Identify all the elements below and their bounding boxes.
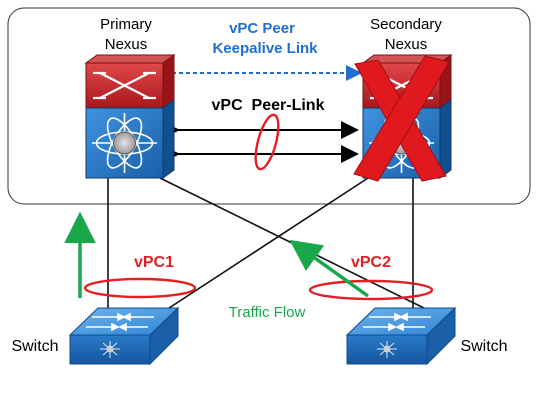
traffic-flow-label: Traffic Flow xyxy=(229,304,306,321)
secondary-nexus-label-line1: Secondary xyxy=(370,16,442,33)
switch-right xyxy=(345,306,457,366)
vpc2-label: vPC2 xyxy=(351,254,391,271)
switch-left xyxy=(68,306,180,366)
primary-nexus-label-line1: Primary xyxy=(100,16,152,33)
switch-right-label: Switch xyxy=(460,338,507,355)
vpc2-ellipse xyxy=(308,279,434,301)
switch-left-label: Switch xyxy=(11,338,58,355)
primary-nexus xyxy=(84,54,176,179)
vpc1-ellipse xyxy=(83,277,197,299)
peer-link-bundle-ellipse xyxy=(254,113,280,171)
secondary-nexus-label-line2: Nexus xyxy=(385,36,428,53)
traffic-arrow-right xyxy=(289,239,370,298)
keepalive-label-line2: Keepalive Link xyxy=(212,40,318,57)
primary-nexus-label-line2: Nexus xyxy=(105,36,148,53)
failure-x-mark xyxy=(353,55,450,182)
vpc1-label: vPC1 xyxy=(134,254,174,271)
keepalive-label-line1: vPC Peer xyxy=(229,20,295,37)
peer-link-label: vPC Peer-Link xyxy=(212,97,325,114)
